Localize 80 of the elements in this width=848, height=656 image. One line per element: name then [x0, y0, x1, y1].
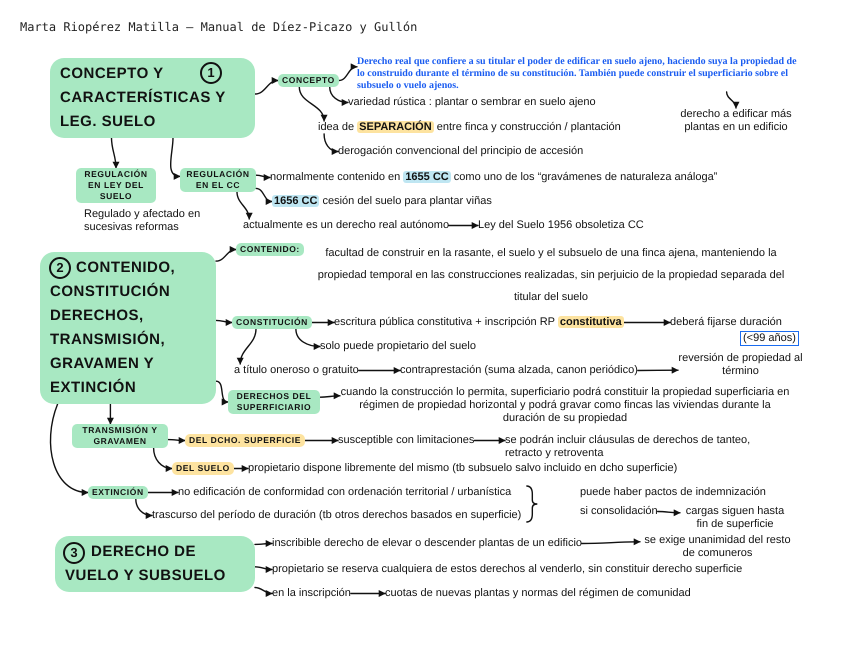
note-text: a título oneroso o gratuito — [234, 364, 359, 377]
highlighted-label: REGULACIÓN EN LEY DEL SUELO — [76, 168, 156, 203]
note-text: 1656 CC cesión del suelo para plantar viñas — [272, 195, 492, 208]
note-text: si consolidación — [580, 505, 658, 518]
arrow — [304, 437, 339, 444]
highlighted-label: REGULACIÓN EN EL CC — [180, 168, 256, 192]
note-text: puede haber pactos de indemnización — [580, 486, 766, 499]
note-text: contraprestación (suma alzada, canon periódico) — [400, 364, 638, 377]
note-text: cargas siguen hasta fin de superficie — [680, 505, 790, 531]
arrow — [147, 489, 179, 496]
arrow — [581, 538, 641, 546]
note-text: cuando la construcción lo permita, superficiario podrá constituir la propiedad superficiaria en régimen de propiedad horizontal y podrá gravar como fincas las viviendas durante la duración de su propiedad — [340, 386, 790, 425]
arrow — [358, 367, 401, 374]
note-text: deberá fijarse duración — [670, 316, 782, 329]
note-text: solo puede propietario del suelo — [320, 340, 476, 353]
note-text: propietario se reserva cualquiera de estos derechos al venderlo, sin constituir derecho superficie — [272, 563, 742, 576]
arrow — [448, 222, 479, 229]
note-text: no edificación de conformidad con ordenación territorial / urbanística — [178, 486, 512, 499]
arrow — [106, 403, 114, 425]
arrow — [167, 436, 186, 444]
arrow — [329, 86, 349, 106]
arrow — [311, 319, 335, 326]
note-text: se podrán incluir cláusulas de derechos de tanteo, retracto y retroventa — [505, 434, 767, 460]
arrow — [255, 174, 271, 181]
arrow — [319, 392, 341, 400]
note-text: Ley del Suelo 1956 obsoletiza CC — [478, 219, 644, 232]
highlighted-label: DEL DCHO. SUPERFICIE — [185, 434, 305, 447]
arrow — [726, 91, 739, 109]
note-text: en la inscripción — [272, 587, 351, 600]
note-text: reversión de propiedad al término — [678, 352, 803, 378]
arrow — [254, 586, 273, 597]
note-text: propietario dispone libremente del mismo (tb subsuelo salvo incluido en dcho superficie) — [248, 462, 678, 475]
arrow — [622, 319, 671, 326]
arrow — [255, 188, 273, 204]
arrow — [135, 498, 153, 519]
arrow — [657, 509, 681, 516]
arrow — [254, 566, 273, 573]
arrow — [170, 137, 181, 180]
note-text: Regulado y afectado en sucesivas reformas — [84, 208, 202, 234]
note-text: trascurso del período de duración (tb otros derechos basados en superficie) — [152, 509, 522, 522]
definition-text: Derecho real que confiere a su titular el poder de edificar en suelo ajeno, haciendo suya la propiedad de lo construido durante el término de su constitución. También puede construir el superficiario sobre el subsuelo o vuelo ajenos. — [357, 56, 797, 92]
boxed-note: (<99 años) — [740, 331, 799, 346]
arrow — [338, 64, 358, 82]
note-text: idea de SEPARACIÓN entre finca y construcción / plantación — [318, 121, 621, 134]
note-text: derecho a edificar más plantas en un edificio — [680, 108, 792, 134]
arrow — [298, 86, 327, 122]
highlighted-label: EXTINCIÓN — [88, 486, 148, 499]
note-text: cuotas de nuevas plantas y normas del régimen de comunidad — [385, 587, 691, 600]
highlighted-label: TRANSMISIÓN Y GRAVAMEN — [72, 424, 168, 448]
highlighted-label: CONSTITUCIÓN — [232, 316, 312, 329]
note-text: se exige unanimidad del resto de comuneros — [640, 534, 795, 560]
arrow — [237, 328, 257, 365]
highlighted-label: DERECHOS DEL SUPERFICIARIO — [228, 390, 320, 414]
highlighted-label: CONTENIDO: — [236, 243, 304, 256]
highlighted-label: CONCEPTO — [278, 74, 339, 87]
arrow — [254, 540, 273, 548]
note-text: escritura pública constitutiva + inscripción RP constitutiva — [334, 316, 624, 329]
arrow — [50, 403, 89, 496]
arrow — [215, 380, 229, 404]
note-text: actualmente es un derecho real autónomo — [243, 219, 450, 232]
section-number: 1 — [200, 62, 222, 84]
page-title: Marta Riopérez Matilla – Manual de Díez-Picazo y Gullón — [20, 20, 418, 34]
note-text: normalmente contenido en 1655 CC como uno de los “gravámenes de naturaleza análoga” — [270, 171, 718, 184]
arrow — [215, 318, 233, 326]
highlighted-label: DEL SUELO — [172, 462, 234, 475]
arrow — [637, 366, 679, 374]
note-text: inscribible derecho de elevar o descender plantas de un edificio — [272, 537, 582, 550]
arrow — [215, 246, 237, 262]
note-text: derogación convencional del principio de accesión — [338, 145, 584, 158]
note-text: variedad rústica : plantar o sembrar en suelo ajeno — [348, 96, 596, 109]
arrow — [323, 133, 339, 154]
arrow — [233, 465, 249, 472]
note-text: susceptible con limitaciones — [338, 434, 474, 447]
arrow — [152, 447, 173, 472]
arrow — [295, 328, 321, 350]
arrow — [350, 590, 386, 597]
arrow — [254, 78, 279, 95]
arrow — [474, 437, 506, 444]
arrow — [110, 137, 120, 169]
arrow — [236, 191, 252, 220]
